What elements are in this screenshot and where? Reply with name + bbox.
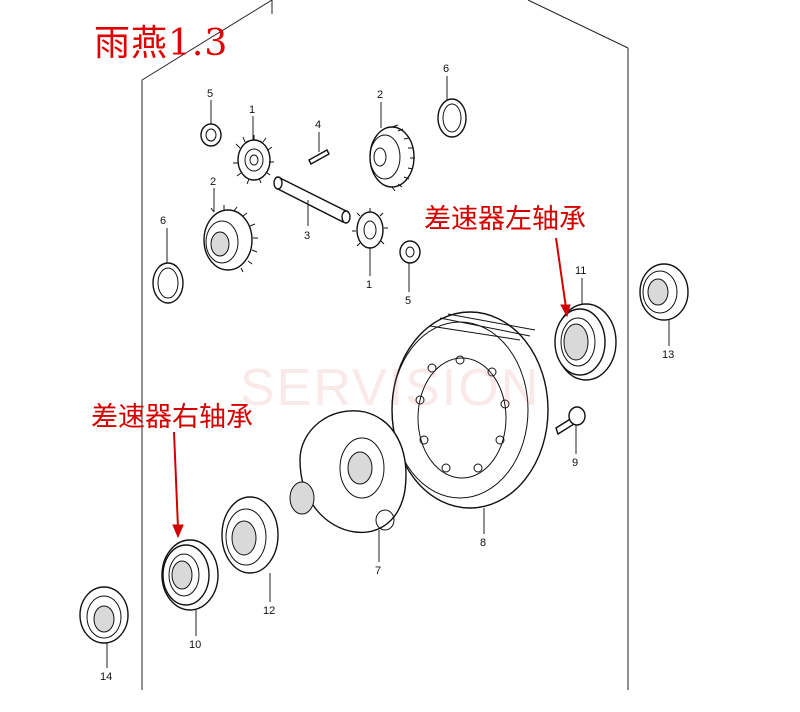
part-2-side-gear-left [203,205,258,273]
callout-1-top: 1 [249,104,255,116]
callout-3: 3 [304,230,310,242]
leader-lines [106,76,670,668]
part-6-washer-left [152,262,184,304]
panel-frame [141,0,629,690]
callout-1-lower: 1 [366,279,372,291]
callout-11: 11 [575,265,586,277]
part-12-bearing [221,496,279,574]
part-6-washer-top [437,98,467,138]
callout-2-top: 2 [377,89,383,101]
annotation-arrows [172,237,571,539]
part-5-washer-lower [399,240,421,264]
part-1-pinion-lower [352,208,388,252]
part-14-oil-seal [79,586,129,644]
part-3-shaft [273,176,351,224]
annotation-left-bearing: 差速器左轴承 [424,204,586,235]
callout-12: 12 [263,605,275,617]
callout-6-left: 6 [160,215,166,227]
part-13-oil-seal [639,263,689,321]
callout-2-left: 2 [210,176,216,188]
part-5-washer-top [200,123,222,147]
callout-6-top: 6 [443,63,449,75]
callout-4: 4 [315,119,321,131]
callout-9: 9 [572,457,578,469]
callout-numbers: 5 1 4 2 6 2 3 6 1 5 11 13 9 8 7 12 10 14 [100,63,674,683]
part-4-pin [308,149,330,165]
callout-7: 7 [375,565,381,577]
callout-5-top: 5 [207,88,213,100]
ring-gear-bolt-holes [415,355,510,473]
part-1-pinion-top [233,135,274,185]
part-10-bearing [161,539,219,611]
part-8-ring-gear [391,311,549,509]
callout-13: 13 [662,349,674,361]
part-7-diff-case [289,410,407,534]
callout-5-lower: 5 [405,295,411,307]
part-2-side-gear-top [369,124,415,192]
callout-8: 8 [480,537,486,549]
annotation-right-bearing: 差速器右轴承 [91,402,253,433]
part-11-bearing [554,303,617,381]
callout-14: 14 [100,671,112,683]
callout-10: 10 [189,639,201,651]
page-title: 雨燕1.3 [94,23,229,64]
watermark: SERVISION [240,359,541,417]
part-9-bolt [555,406,586,436]
